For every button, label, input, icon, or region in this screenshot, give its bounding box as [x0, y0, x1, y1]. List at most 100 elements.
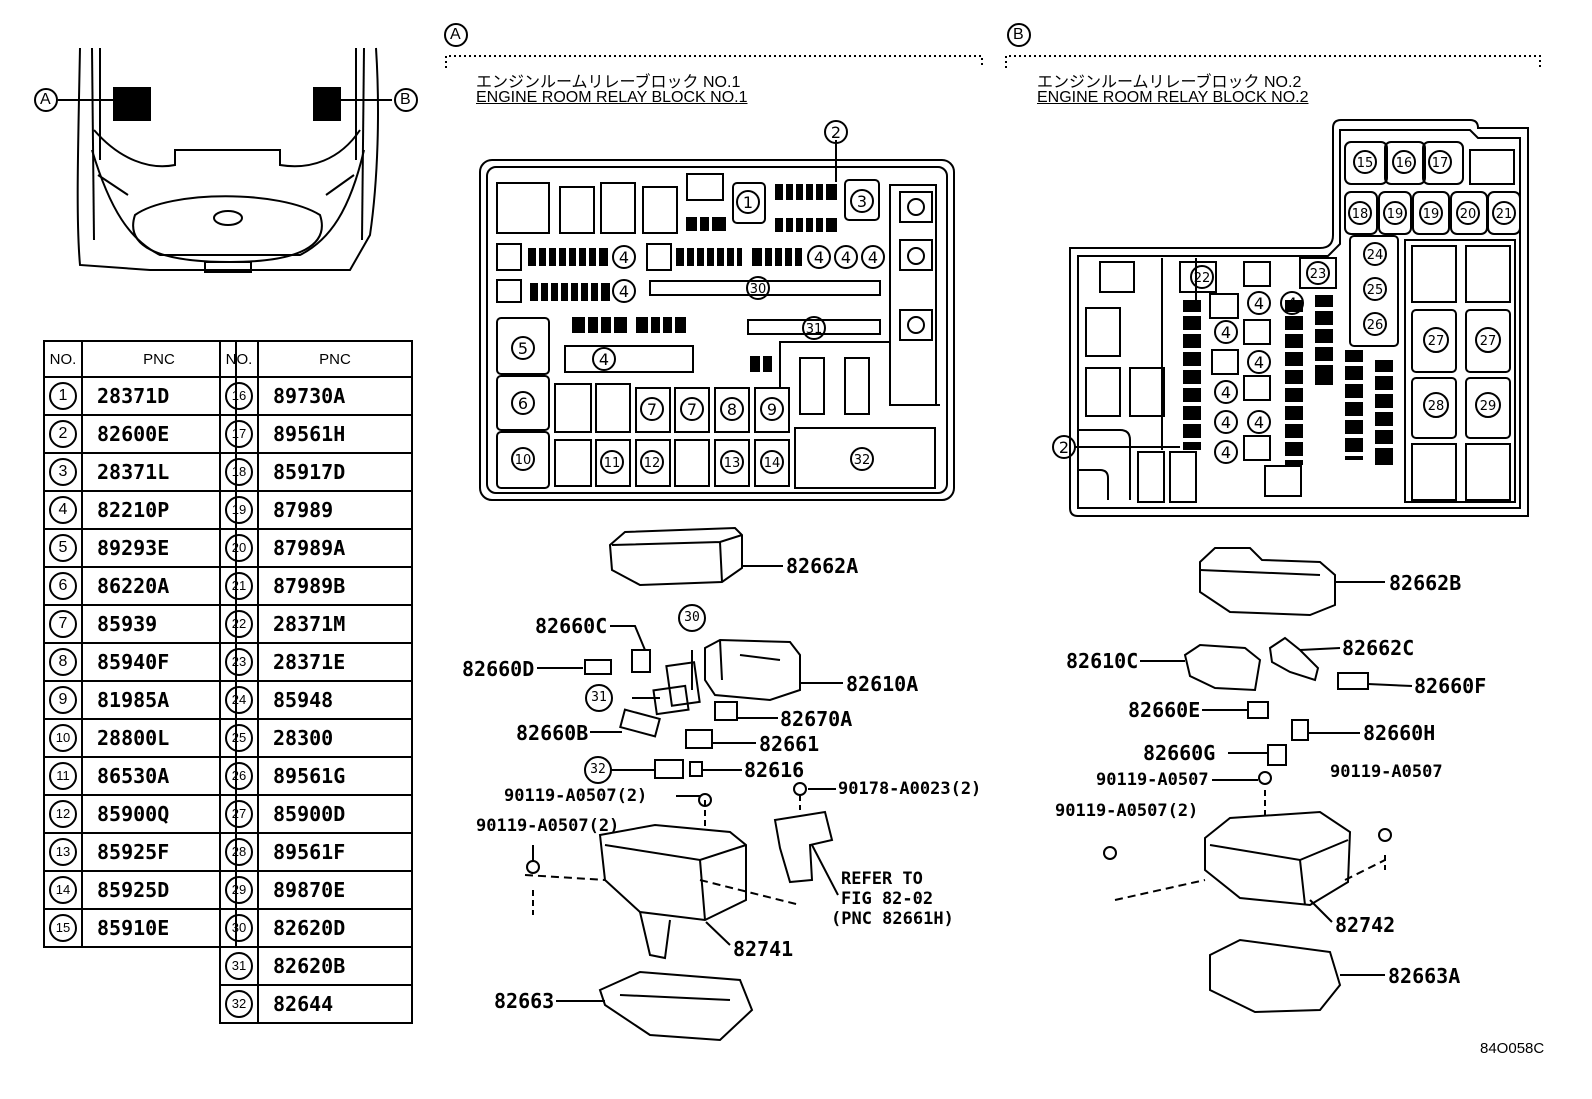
- item-number-circle: 24: [225, 686, 253, 714]
- item-number-circle: 1: [49, 382, 77, 410]
- svg-text:10: 10: [515, 453, 532, 468]
- pnc-value: 82620B: [257, 946, 413, 986]
- callout-32: 32: [584, 756, 612, 784]
- item-number: 21: [219, 566, 259, 606]
- item-number-circle: 2: [49, 420, 77, 448]
- part-82662C: 82662C: [1342, 636, 1415, 660]
- svg-text:2: 2: [1059, 438, 1069, 457]
- pnc-value: 85925F: [81, 832, 237, 872]
- item-number-circle: 7: [49, 610, 77, 638]
- pnc-value: 89561F: [257, 832, 413, 872]
- part-82670A: 82670A: [780, 707, 853, 731]
- svg-text:6: 6: [518, 394, 528, 413]
- item-number: 26: [219, 756, 259, 796]
- svg-text:22: 22: [1194, 271, 1211, 286]
- item-number-circle: 10: [49, 724, 77, 752]
- item-number: 19: [219, 490, 259, 530]
- pnc-value: 28300: [257, 718, 413, 758]
- item-number-circle: 21: [225, 572, 253, 600]
- pnc-value: 82644: [257, 984, 413, 1024]
- item-number: 13: [43, 832, 83, 872]
- part-82660H: 82660H: [1363, 721, 1436, 745]
- pnc-value: 82600E: [81, 414, 237, 454]
- relay-block-2-title-jp: エンジンルームリレーブロック NO.2: [1037, 74, 1302, 91]
- item-number-circle: 23: [225, 648, 253, 676]
- svg-text:8: 8: [727, 400, 737, 419]
- item-number-circle: 19: [225, 496, 253, 524]
- relay-block-2-title-en: ENGINE ROOM RELAY BLOCK NO.2: [1037, 89, 1309, 106]
- item-number: 30: [219, 908, 259, 948]
- pnc-value: 28371E: [257, 642, 413, 682]
- item-number: 3: [43, 452, 83, 492]
- part-82660E: 82660E: [1128, 698, 1201, 722]
- part-82741: 82741: [733, 937, 794, 961]
- item-number-circle: 27: [225, 800, 253, 828]
- pnc-value: 89293E: [81, 528, 237, 568]
- item-number: 15: [43, 908, 83, 948]
- item-number: 17: [219, 414, 259, 454]
- item-number: 5: [43, 528, 83, 568]
- part-82610A: 82610A: [846, 672, 919, 696]
- item-number: 29: [219, 870, 259, 910]
- svg-text:13: 13: [724, 456, 741, 471]
- svg-text:4: 4: [1254, 353, 1264, 372]
- svg-text:4: 4: [814, 248, 824, 267]
- part-82662A: 82662A: [786, 554, 859, 578]
- part-82660C: 82660C: [535, 614, 608, 638]
- pnc-value: 85925D: [81, 870, 237, 910]
- svg-text:7: 7: [687, 400, 697, 419]
- pnc-value: 85900D: [257, 794, 413, 834]
- pnc-value: 89870E: [257, 870, 413, 910]
- svg-text:15: 15: [1357, 156, 1374, 171]
- svg-text:4: 4: [1221, 383, 1231, 402]
- item-number-circle: 32: [225, 990, 253, 1018]
- svg-text:1: 1: [743, 193, 753, 212]
- svg-text:32: 32: [854, 453, 871, 468]
- item-number-circle: 14: [49, 876, 77, 904]
- svg-text:4: 4: [1254, 294, 1264, 313]
- pnc-value: 85900Q: [81, 794, 237, 834]
- pnc-value: 87989A: [257, 528, 413, 568]
- marker-a-vehicle: A: [40, 91, 51, 108]
- item-number-circle: 18: [225, 458, 253, 486]
- pnc-value: 87989: [257, 490, 413, 530]
- part-90119-a: 90119-A0507(2): [504, 786, 648, 806]
- item-number-circle: 26: [225, 762, 253, 790]
- item-number-circle: 31: [225, 952, 253, 980]
- item-number: 18: [219, 452, 259, 492]
- pnc-value: 28371M: [257, 604, 413, 644]
- item-number: 14: [43, 870, 83, 910]
- svg-text:26: 26: [1367, 318, 1384, 333]
- item-number: 27: [219, 794, 259, 834]
- item-number-circle: 9: [49, 686, 77, 714]
- relay-block-1-title-en: ENGINE ROOM RELAY BLOCK NO.1: [476, 89, 748, 106]
- item-number-circle: 3: [49, 458, 77, 486]
- part-82660D: 82660D: [462, 657, 535, 681]
- svg-text:23: 23: [1310, 267, 1327, 282]
- svg-text:9: 9: [767, 400, 777, 419]
- svg-text:19: 19: [1387, 207, 1404, 222]
- relay-block-2-layout: [1069, 119, 1529, 517]
- refer-line-2: FIG 82-02: [841, 889, 934, 909]
- pnc-value: 28800L: [81, 718, 237, 758]
- part-82660F: 82660F: [1414, 674, 1487, 698]
- svg-text:20: 20: [1460, 207, 1477, 222]
- svg-text:19: 19: [1423, 207, 1440, 222]
